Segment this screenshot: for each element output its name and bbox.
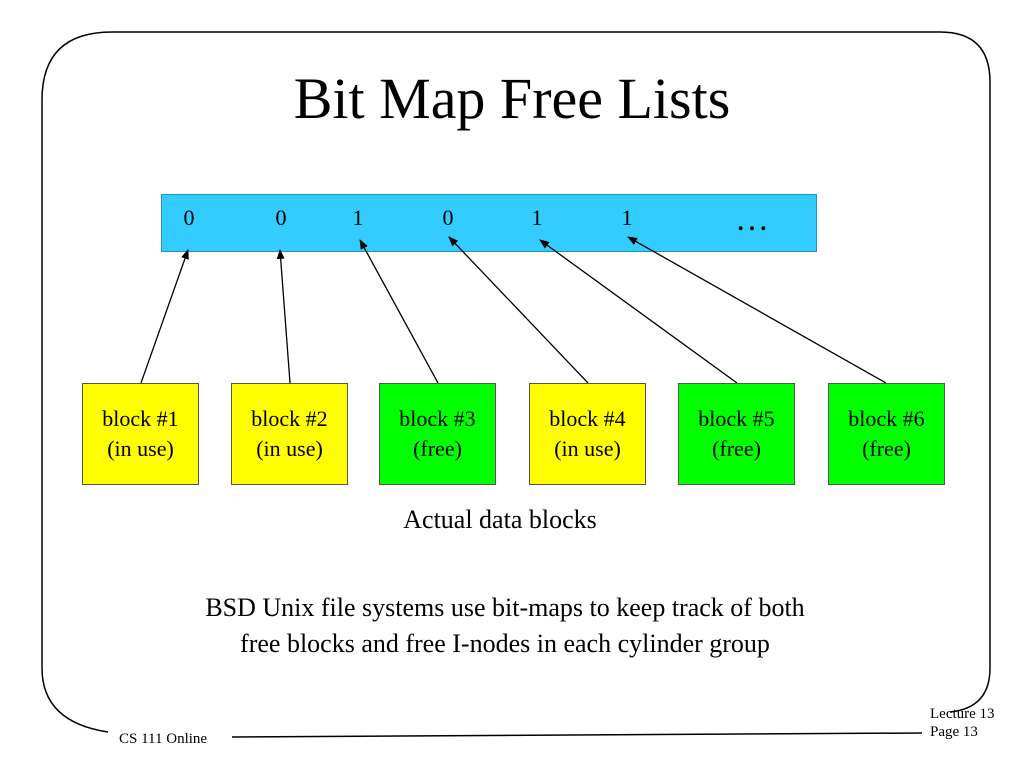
block-label: block #1 bbox=[102, 406, 179, 431]
bit-value: 1 bbox=[352, 205, 364, 230]
data-block-5: block #5 (free) bbox=[678, 383, 795, 485]
bit-value: 0 bbox=[275, 205, 287, 230]
block-label: block #2 bbox=[251, 406, 328, 431]
block-status: (in use) bbox=[107, 436, 174, 461]
data-block-3: block #3 (free) bbox=[379, 383, 496, 485]
blocks-caption: Actual data blocks bbox=[403, 505, 597, 534]
block-label: block #5 bbox=[698, 406, 775, 431]
bit-value: 1 bbox=[621, 205, 633, 230]
slide-title: Bit Map Free Lists bbox=[293, 66, 731, 131]
block-status: (in use) bbox=[256, 436, 323, 461]
block-label: block #6 bbox=[848, 406, 925, 431]
footer-lecture-info: Lecture 13 Page 13 bbox=[930, 705, 995, 741]
data-block-6: block #6 (free) bbox=[828, 383, 945, 485]
footer-page: Page 13 bbox=[930, 724, 978, 740]
block-label: block #3 bbox=[399, 406, 476, 431]
bit-value: 0 bbox=[183, 205, 195, 230]
block-status: (in use) bbox=[554, 436, 621, 461]
data-block-2: block #2 (in use) bbox=[231, 383, 348, 485]
bit-value: 0 bbox=[442, 205, 454, 230]
block-label: block #4 bbox=[549, 406, 626, 431]
footer-course: CS 111 Online bbox=[119, 731, 208, 747]
bitmap-bar: 0 0 1 0 1 1 bbox=[161, 194, 817, 252]
footer-lecture: Lecture 13 bbox=[930, 706, 995, 722]
block-status: (free) bbox=[413, 436, 462, 461]
data-block-4: block #4 (in use) bbox=[529, 383, 646, 485]
data-block-1: block #1 (in use) bbox=[82, 383, 199, 485]
block-status: (free) bbox=[862, 436, 911, 461]
slide-description: BSD Unix file systems use bit-maps to ke… bbox=[205, 593, 805, 658]
bitmap-ellipsis: … bbox=[735, 201, 771, 238]
block-status: (free) bbox=[712, 436, 761, 461]
bit-value: 1 bbox=[531, 205, 543, 230]
